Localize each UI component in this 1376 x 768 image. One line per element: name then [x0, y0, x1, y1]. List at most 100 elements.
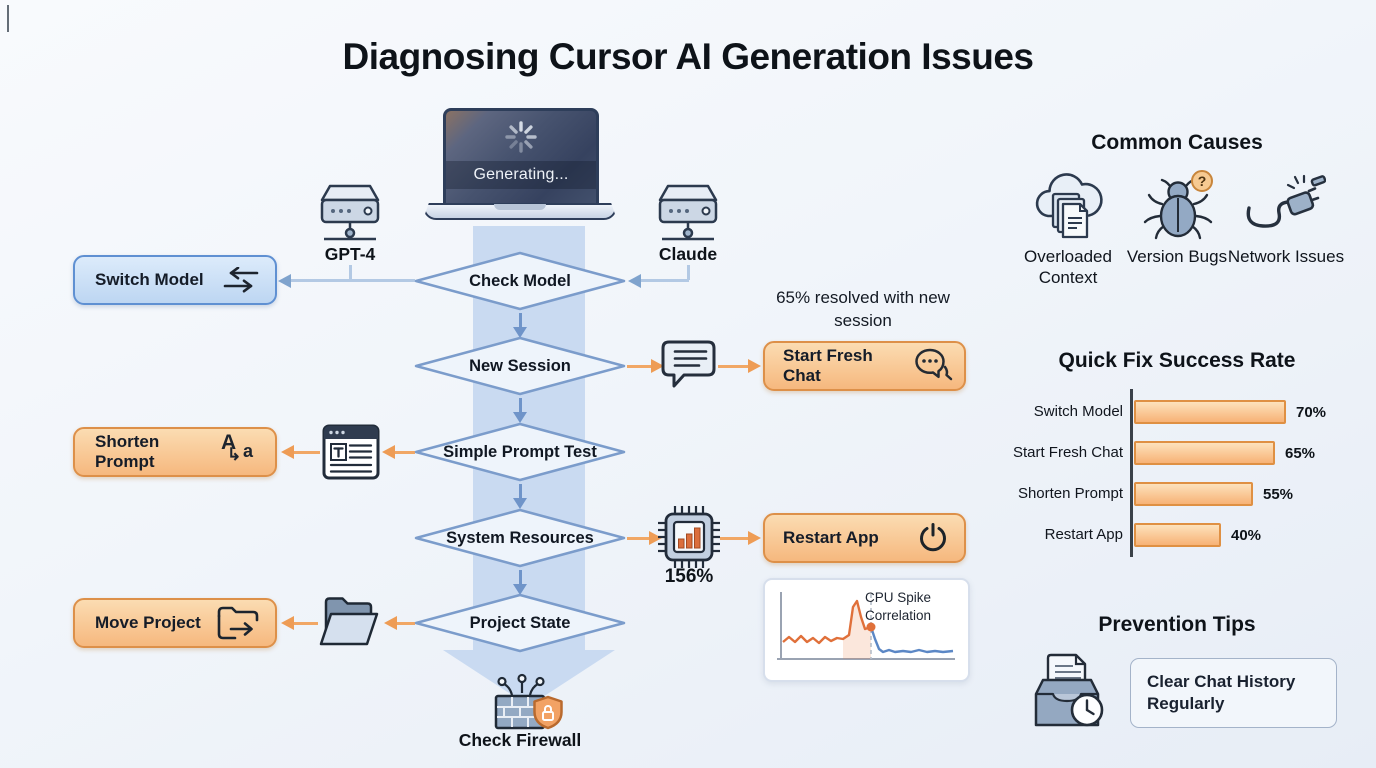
cpu-spike-card: CPU Spike Correlation — [763, 578, 970, 682]
chart-axis — [1130, 389, 1133, 557]
connector-resources-cpuicon — [627, 536, 649, 540]
connector-resources-projectstate — [518, 570, 522, 584]
model-label-gpt4: GPT-4 — [324, 244, 376, 264]
switch-model-button[interactable]: Switch Model — [73, 255, 277, 305]
start-fresh-chat-label: Start Fresh Chat — [783, 346, 873, 385]
check-firewall-label: Check Firewall — [458, 730, 582, 750]
folder-move-icon — [215, 604, 261, 642]
connector-cpuicon-restartapp — [720, 536, 748, 540]
connector-claude-tick — [687, 265, 690, 280]
spinner-icon — [503, 119, 539, 160]
prevention-tip-text: Clear Chat History Regularly — [1147, 671, 1296, 713]
flow-step-label: Check Model — [469, 271, 571, 290]
svg-text:?: ? — [1198, 173, 1207, 189]
bar-label: Start Fresh Chat — [1012, 444, 1123, 461]
connector-editoricon-shortenprompt — [294, 450, 320, 454]
server-icon — [318, 180, 382, 249]
cause-label-version-bugs: Version Bugs — [1126, 247, 1228, 266]
connector-projectstate-foldericon — [397, 621, 415, 625]
connector-claude-checkmodel — [640, 279, 689, 282]
arrowhead-down-2-icon — [512, 412, 527, 423]
bar-row: 70% — [1134, 400, 1326, 424]
arrowhead-left-4-icon — [281, 615, 294, 630]
flow-step-label: Project State — [469, 613, 571, 632]
folder-icon — [318, 592, 380, 655]
start-fresh-chat-button[interactable]: Start Fresh Chat — [763, 341, 966, 391]
swap-arrows-icon — [221, 267, 261, 293]
bar-label: Shorten Prompt — [1017, 485, 1123, 502]
cloud-documents-icon — [1027, 170, 1109, 249]
connector-newsession-chaticon — [627, 364, 651, 368]
laptop-screen: Generating... — [443, 108, 599, 206]
prevention-tip-card[interactable]: Clear Chat History Regularly — [1130, 658, 1337, 728]
unplugged-cable-icon — [1246, 174, 1327, 245]
session-note: 65% resolved with new session — [776, 288, 950, 330]
cpu-spike-chart — [777, 592, 955, 660]
move-project-button[interactable]: Move Project — [73, 598, 277, 648]
text-editor-icon — [322, 424, 380, 485]
prevention-tips-title: Prevention Tips — [1098, 613, 1256, 636]
flow-step-simple-prompt-test: Simple Prompt Test — [414, 422, 626, 482]
edge-artifact — [7, 5, 9, 32]
arrowhead-left-2-icon — [281, 444, 294, 459]
cpu-usage-value: 156% — [664, 566, 714, 587]
connector-checkmodel-newsession — [518, 313, 522, 327]
bar-value: 70% — [1296, 403, 1327, 421]
bar — [1134, 441, 1275, 465]
flow-step-new-session: New Session — [414, 336, 626, 396]
page-title: Diagnosing Cursor AI Generation Issues — [342, 36, 1035, 77]
bar-row: 55% — [1134, 482, 1293, 506]
arrowhead-down-4-icon — [512, 584, 527, 595]
text-resize-icon: A↳a — [221, 431, 254, 464]
bar-value: 65% — [1285, 444, 1316, 462]
bar — [1134, 523, 1221, 547]
bar-label: Restart App — [1044, 526, 1123, 543]
common-causes-title: Common Causes — [1091, 131, 1263, 154]
bar-row: 40% — [1134, 523, 1261, 547]
flow-step-project-state: Project State — [414, 593, 626, 653]
flow-step-label: System Resources — [446, 528, 594, 547]
bar-value: 55% — [1263, 485, 1294, 503]
arrowhead-right-2-icon — [748, 358, 761, 373]
cpu-chip-icon — [658, 506, 720, 573]
bar-value: 40% — [1231, 526, 1262, 544]
switch-model-label: Switch Model — [95, 270, 204, 289]
move-project-label: Move Project — [95, 613, 201, 632]
connector-gpt4-tick — [349, 265, 352, 280]
restart-app-label: Restart App — [783, 528, 879, 547]
chat-dots-icon — [912, 347, 954, 385]
power-icon — [916, 521, 950, 555]
shorten-prompt-button[interactable]: Shorten Prompt A↳a — [73, 427, 277, 477]
flow-step-label: Simple Prompt Test — [443, 442, 597, 461]
bar-row: 65% — [1134, 441, 1315, 465]
connector-newsession-simpleprompt — [518, 398, 522, 412]
success-chart-title: Quick Fix Success Rate — [1058, 349, 1296, 372]
cause-label-overloaded-context: Overloaded Context — [1024, 247, 1112, 288]
connector-checkmodel-switchmodel — [290, 279, 415, 282]
arrowhead-down-1-icon — [512, 327, 527, 338]
connector-foldericon-moveproject — [294, 621, 318, 625]
chat-bubble-icon — [660, 338, 717, 397]
cause-label-network-issues: Network Issues — [1227, 247, 1345, 266]
laptop-notch — [494, 204, 546, 210]
arrowhead-into-switch-model-icon — [278, 273, 291, 288]
flow-step-check-model: Check Model — [414, 251, 626, 311]
connector-chaticon-startfresh — [718, 364, 748, 368]
restart-app-button[interactable]: Restart App — [763, 513, 966, 563]
bug-question-icon: ? — [1141, 168, 1217, 251]
laptop-status-text: Generating... — [446, 161, 596, 189]
connector-simpleprompt-resources — [518, 484, 522, 498]
archive-clock-icon — [1030, 646, 1110, 735]
bar — [1134, 400, 1286, 424]
flow-step-system-resources: System Resources — [414, 508, 626, 568]
arrowhead-left-1-icon — [382, 444, 395, 459]
connector-simpleprompt-editoricon — [395, 450, 415, 454]
arrowhead-left-3-icon — [384, 615, 397, 630]
bar-label: Switch Model — [1033, 403, 1123, 420]
flow-step-label: New Session — [469, 356, 571, 375]
firewall-shield-icon — [482, 672, 568, 741]
shorten-prompt-label: Shorten Prompt — [95, 432, 160, 471]
bar — [1134, 482, 1253, 506]
server-icon — [656, 180, 720, 249]
